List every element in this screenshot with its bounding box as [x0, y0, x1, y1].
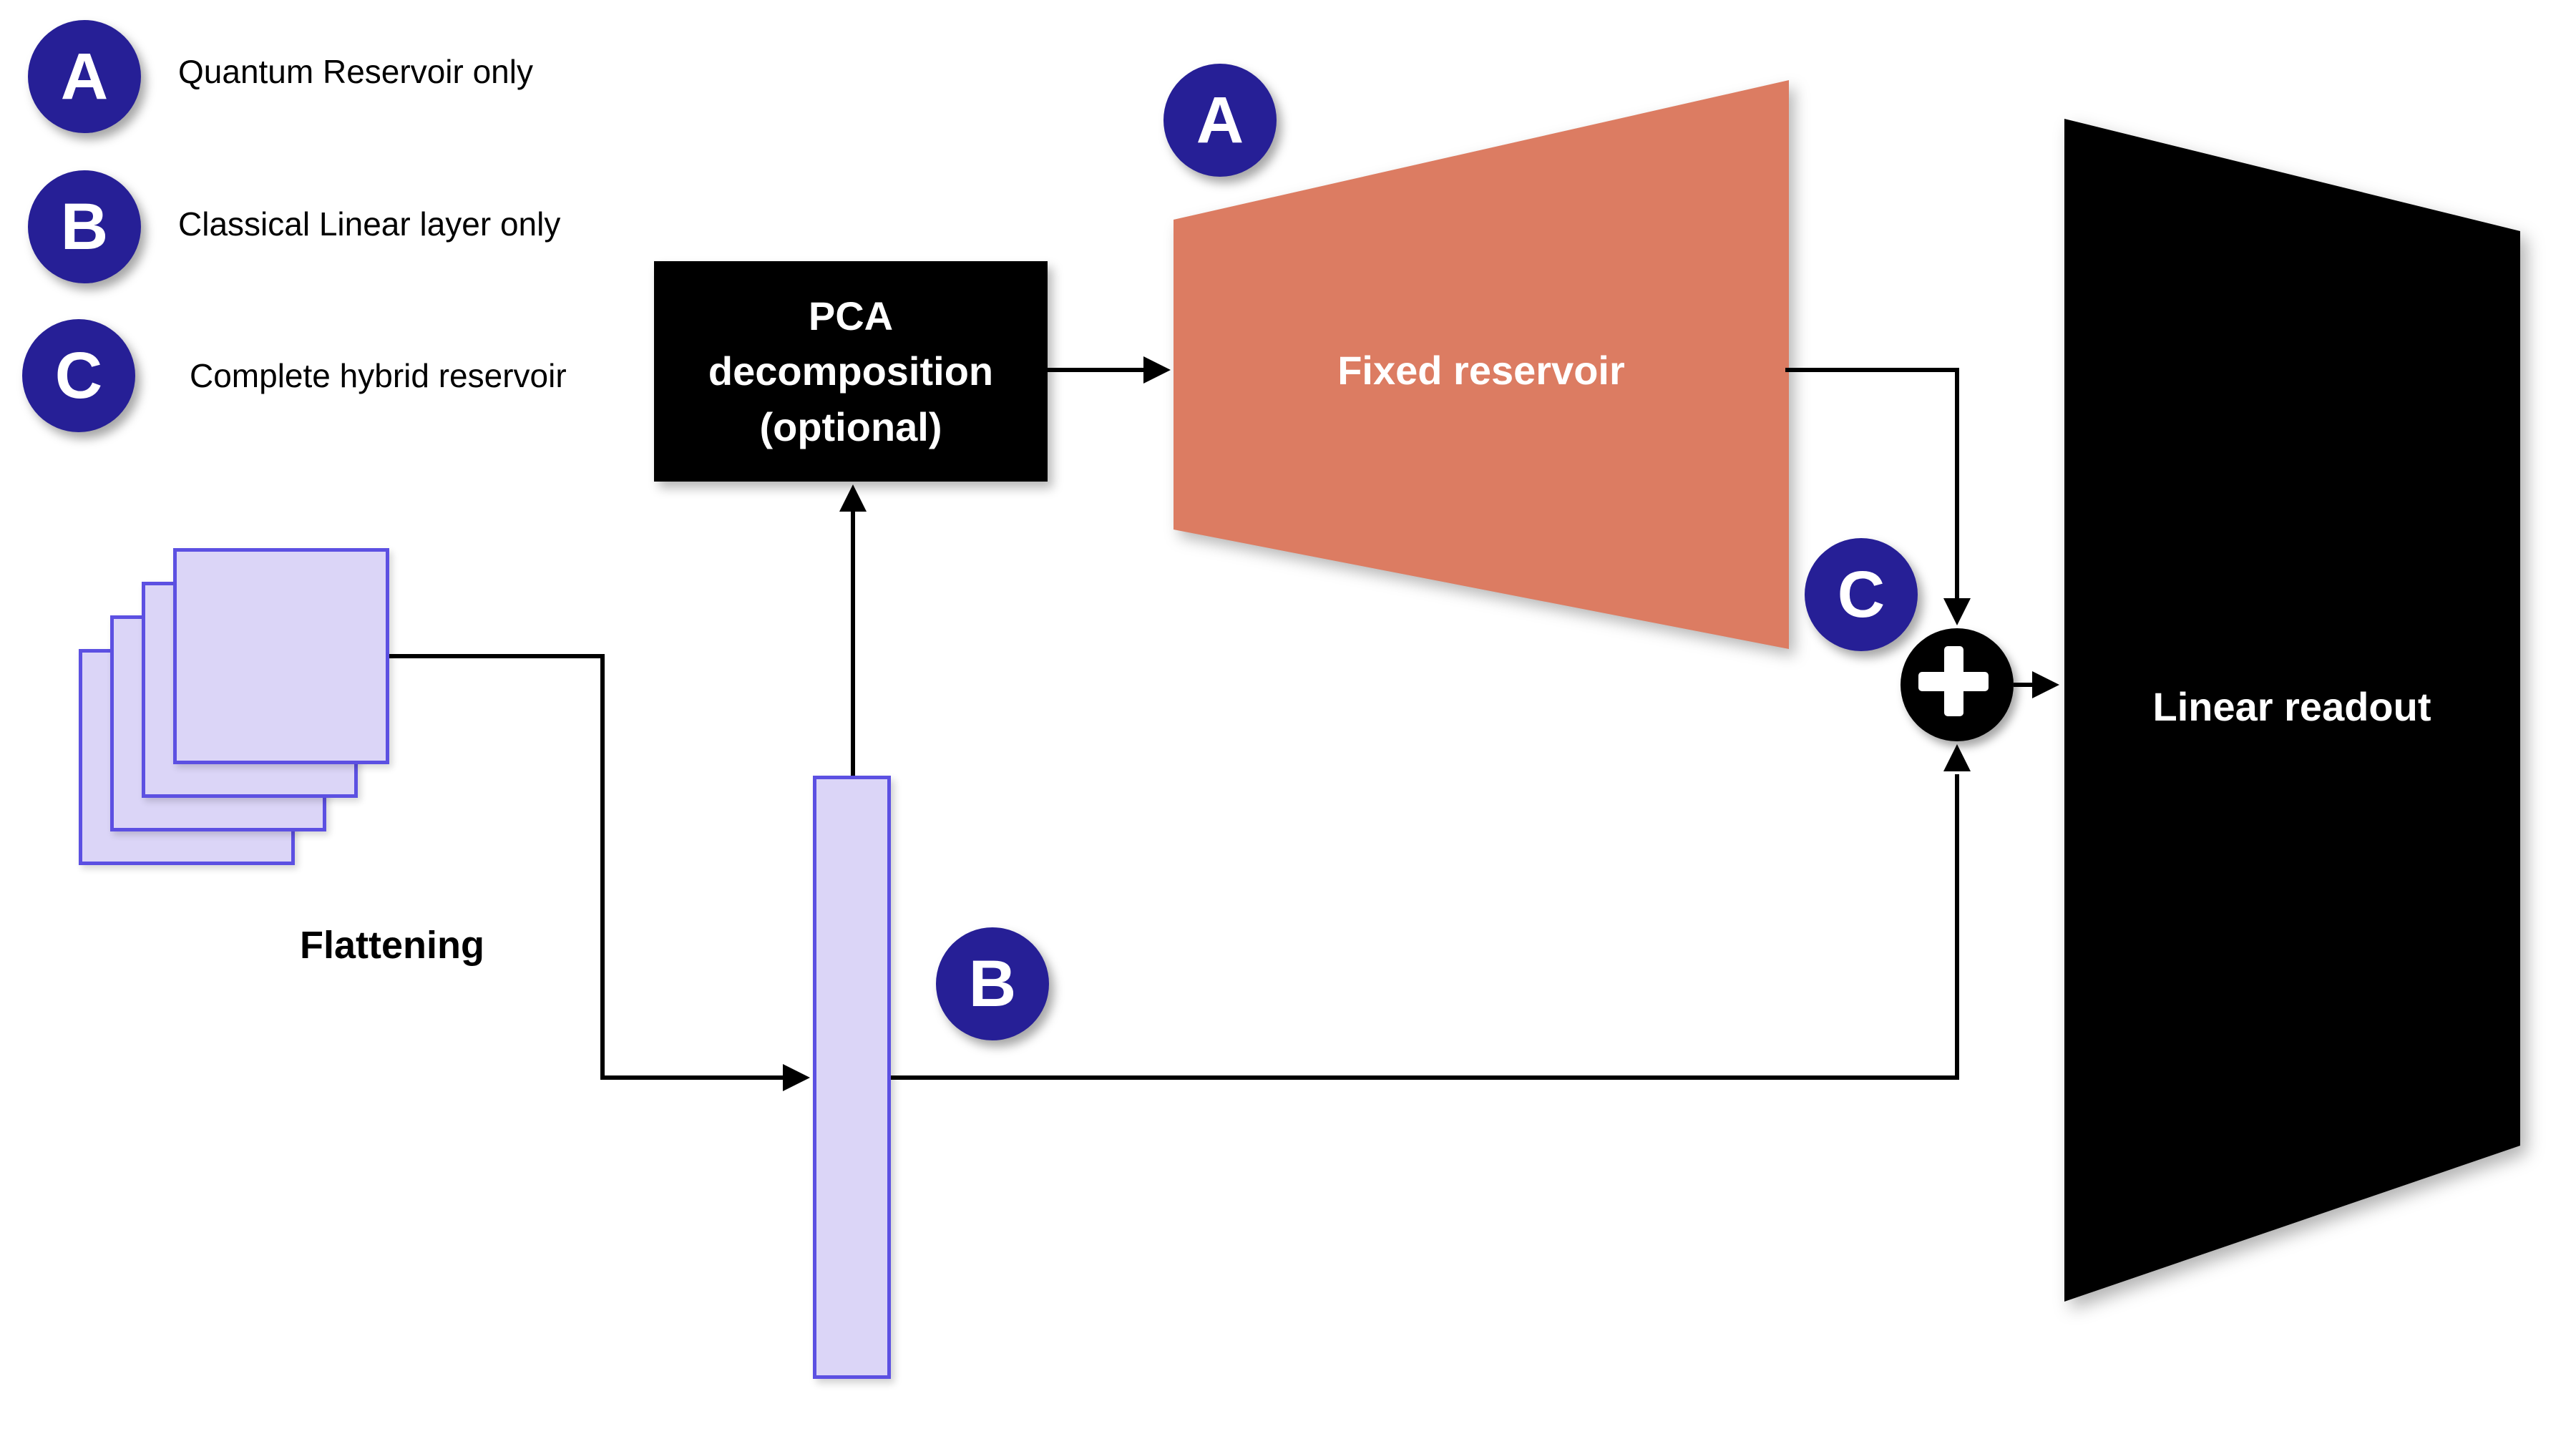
- arrowhead-sum-to-readout-icon: [2032, 671, 2059, 698]
- pca-line-2: decomposition: [708, 348, 994, 394]
- pca-line-1: PCA: [808, 293, 894, 339]
- arrowhead-pca-to-reservoir-icon: [1143, 356, 1171, 384]
- badge-b-letter: B: [968, 947, 1017, 1020]
- badge-b-classical-path: B: [936, 927, 1049, 1040]
- legend-badge-b: B: [28, 170, 141, 283]
- pca-line-3: (optional): [759, 404, 942, 449]
- legend-badge-a-letter: A: [60, 40, 109, 113]
- input-image-layer-1: [173, 548, 389, 764]
- badge-a-letter: A: [1196, 84, 1244, 157]
- legend-badge-b-letter: B: [60, 190, 109, 263]
- arrow-vector-to-sum: [891, 774, 1959, 1080]
- flattened-vector-rect: [813, 776, 891, 1379]
- flattening-label: Flattening: [300, 924, 484, 967]
- legend-badge-a: A: [28, 20, 141, 133]
- arrow-input-to-vector: [389, 654, 786, 1080]
- sum-node: [1901, 628, 2014, 741]
- linear-readout-shape: [2064, 119, 2520, 1302]
- pca-decomposition-box: PCA decomposition (optional): [654, 261, 1048, 482]
- fixed-reservoir-label: Fixed reservoir: [1337, 347, 1625, 393]
- badge-c-letter: C: [1837, 558, 1885, 631]
- badge-a-quantum-path: A: [1163, 64, 1277, 177]
- arrowhead-vector-to-pca-icon: [839, 484, 867, 512]
- legend-label-a: Quantum Reservoir only: [178, 53, 533, 90]
- linear-readout-label: Linear readout: [2152, 683, 2431, 729]
- legend-badge-c: C: [22, 319, 135, 432]
- badge-c-hybrid-path: C: [1805, 538, 1918, 651]
- plus-icon: [1944, 646, 1963, 716]
- fixed-reservoir-shape: [1174, 80, 1789, 649]
- legend-badge-c-letter: C: [54, 339, 103, 412]
- legend-label-b: Classical Linear layer only: [178, 205, 561, 243]
- legend-label-c: Complete hybrid reservoir: [190, 357, 567, 394]
- arrowhead-vector-to-sum-icon: [1943, 744, 1971, 771]
- arrow-reservoir-to-sum: [1785, 368, 1959, 601]
- arrowhead-input-to-vector-icon: [783, 1064, 810, 1091]
- arrowhead-reservoir-to-sum-icon: [1943, 598, 1971, 625]
